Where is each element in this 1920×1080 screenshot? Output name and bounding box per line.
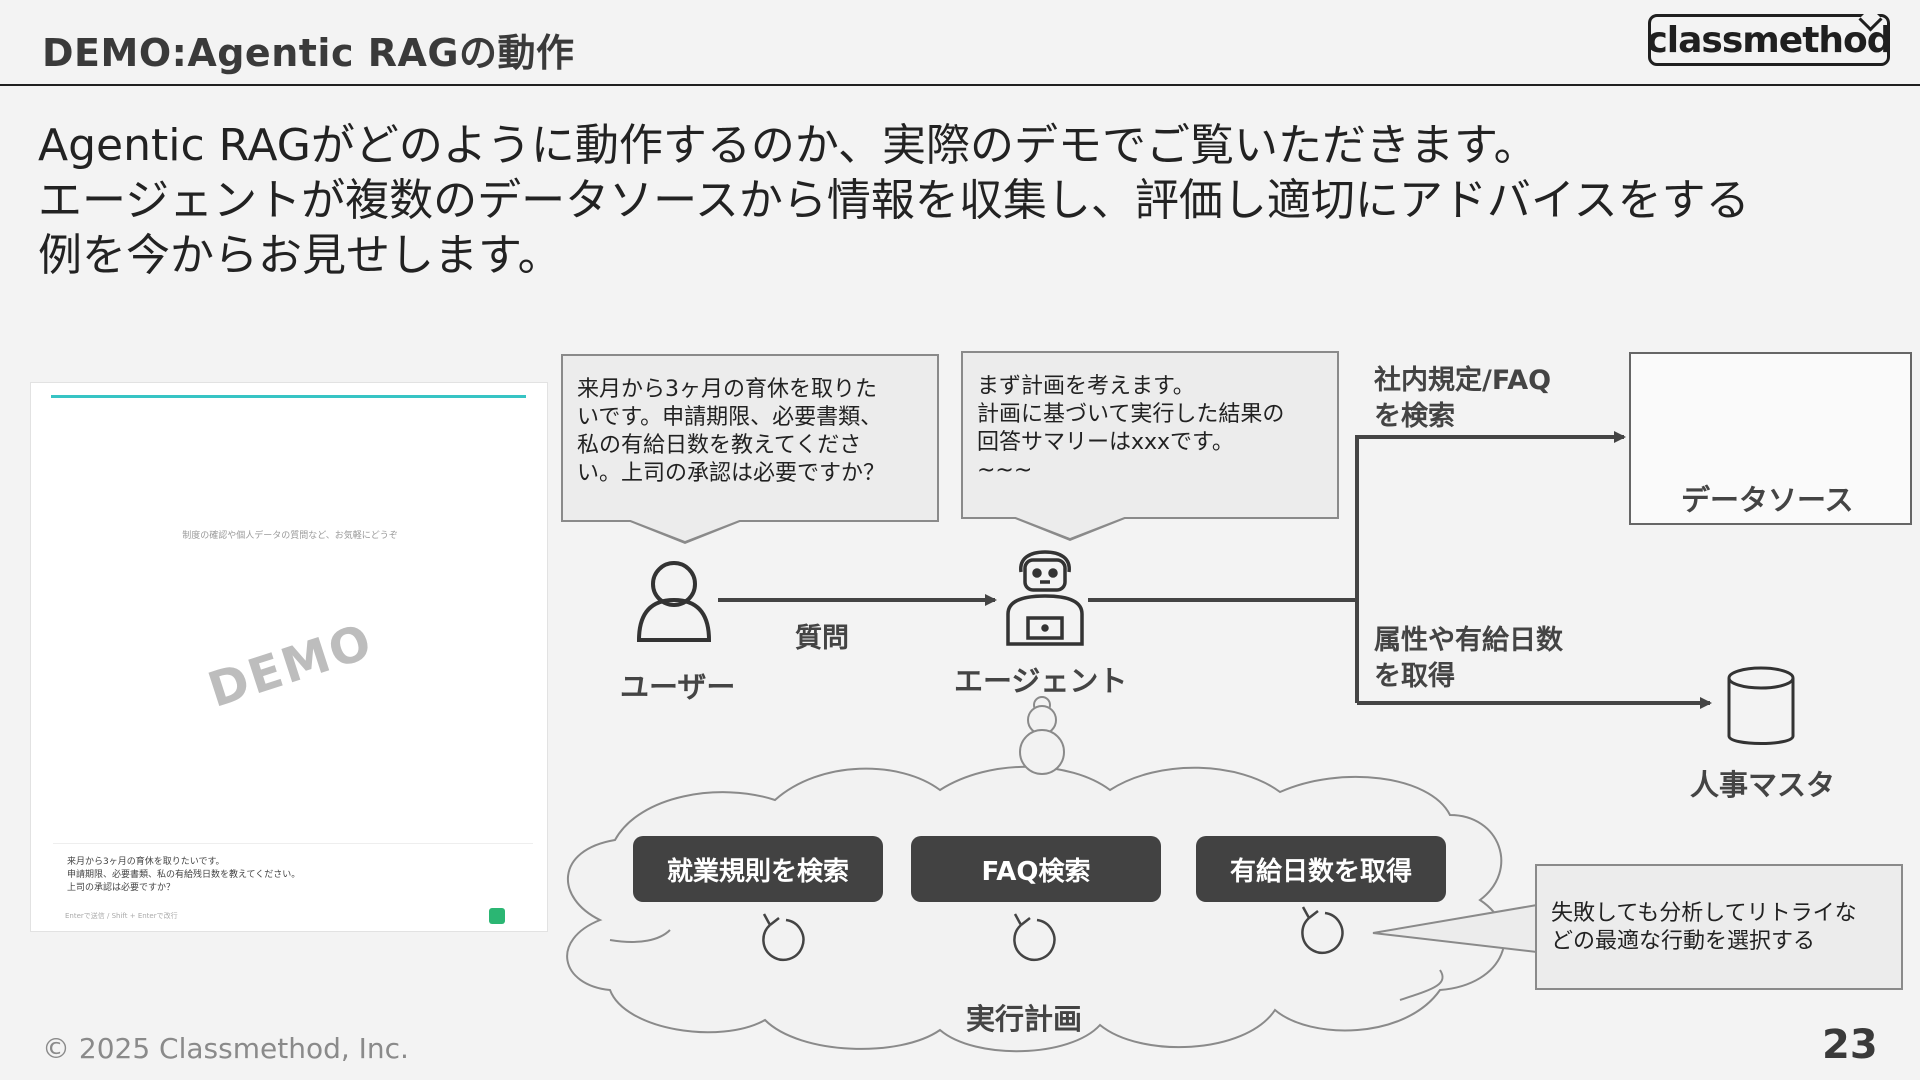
attribute-label-line-2: を取得 [1374,659,1563,695]
attribute-label-line-1: 属性や有給日数 [1374,623,1563,659]
attribute-label: 属性や有給日数 を取得 [1374,623,1563,695]
search-label-line-1: 社内規定/FAQ [1374,363,1551,399]
user-question-bubble: 来月から3ヶ月の育休を取りた いです。申請期限、必要書類、 私の有給日数を教えて… [561,354,939,522]
agent-answer-bubble: まず計画を考えます。 計画に基づいて実行した結果の 回答サマリーはxxxです。 … [961,351,1339,519]
search-label-line-2: を検索 [1374,399,1551,435]
search-label: 社内規定/FAQ を検索 [1374,363,1551,435]
user-bubble-line-1: 来月から3ヶ月の育休を取りた [577,376,923,404]
task-faq-search-button: FAQ検索 [911,836,1161,902]
user-bubble-tail-fill [628,519,742,541]
agent-bubble-line-2: 計画に基づいて実行した結果の [977,401,1323,429]
task-search-rules-button: 就業規則を検索 [633,836,883,902]
hr-database-icon [1729,668,1793,744]
question-label: 質問 [795,621,849,657]
agent-bubble-line-1: まず計画を考えます。 [977,373,1323,401]
retry-note-line-1: 失敗しても分析してリトライな [1551,900,1887,928]
retry-note: 失敗しても分析してリトライな どの最適な行動を選択する [1535,864,1903,990]
user-bubble-line-4: い。上司の承認は必要ですか？ [577,460,923,488]
user-bubble-line-2: いです。申請期限、必要書類、 [577,404,923,432]
agent-label: エージェント [954,658,1127,700]
robot-agent-icon [1008,552,1082,644]
agent-bubble-tail-fill [1013,516,1127,538]
user-icon [639,563,709,640]
user-bubble-line-3: 私の有給日数を教えてくださ [577,432,923,460]
agent-bubble-line-4: ~~~ [977,457,1323,485]
thought-dot-large [1020,730,1064,774]
retry-note-line-2: どの最適な行動を選択する [1551,928,1887,956]
task-get-leave-days-button: 有給日数を取得 [1196,836,1446,902]
page-number: 23 [1822,1022,1878,1068]
execution-plan-label: 実行計画 [966,996,1082,1038]
datasource-label: データソース [1681,477,1854,519]
user-label: ユーザー [620,664,735,706]
hr-master-label: 人事マスタ [1690,762,1835,804]
agent-bubble-line-3: 回答サマリーはxxxです。 [977,429,1323,457]
copyright: © 2025 Classmethod, Inc. [42,1032,409,1065]
